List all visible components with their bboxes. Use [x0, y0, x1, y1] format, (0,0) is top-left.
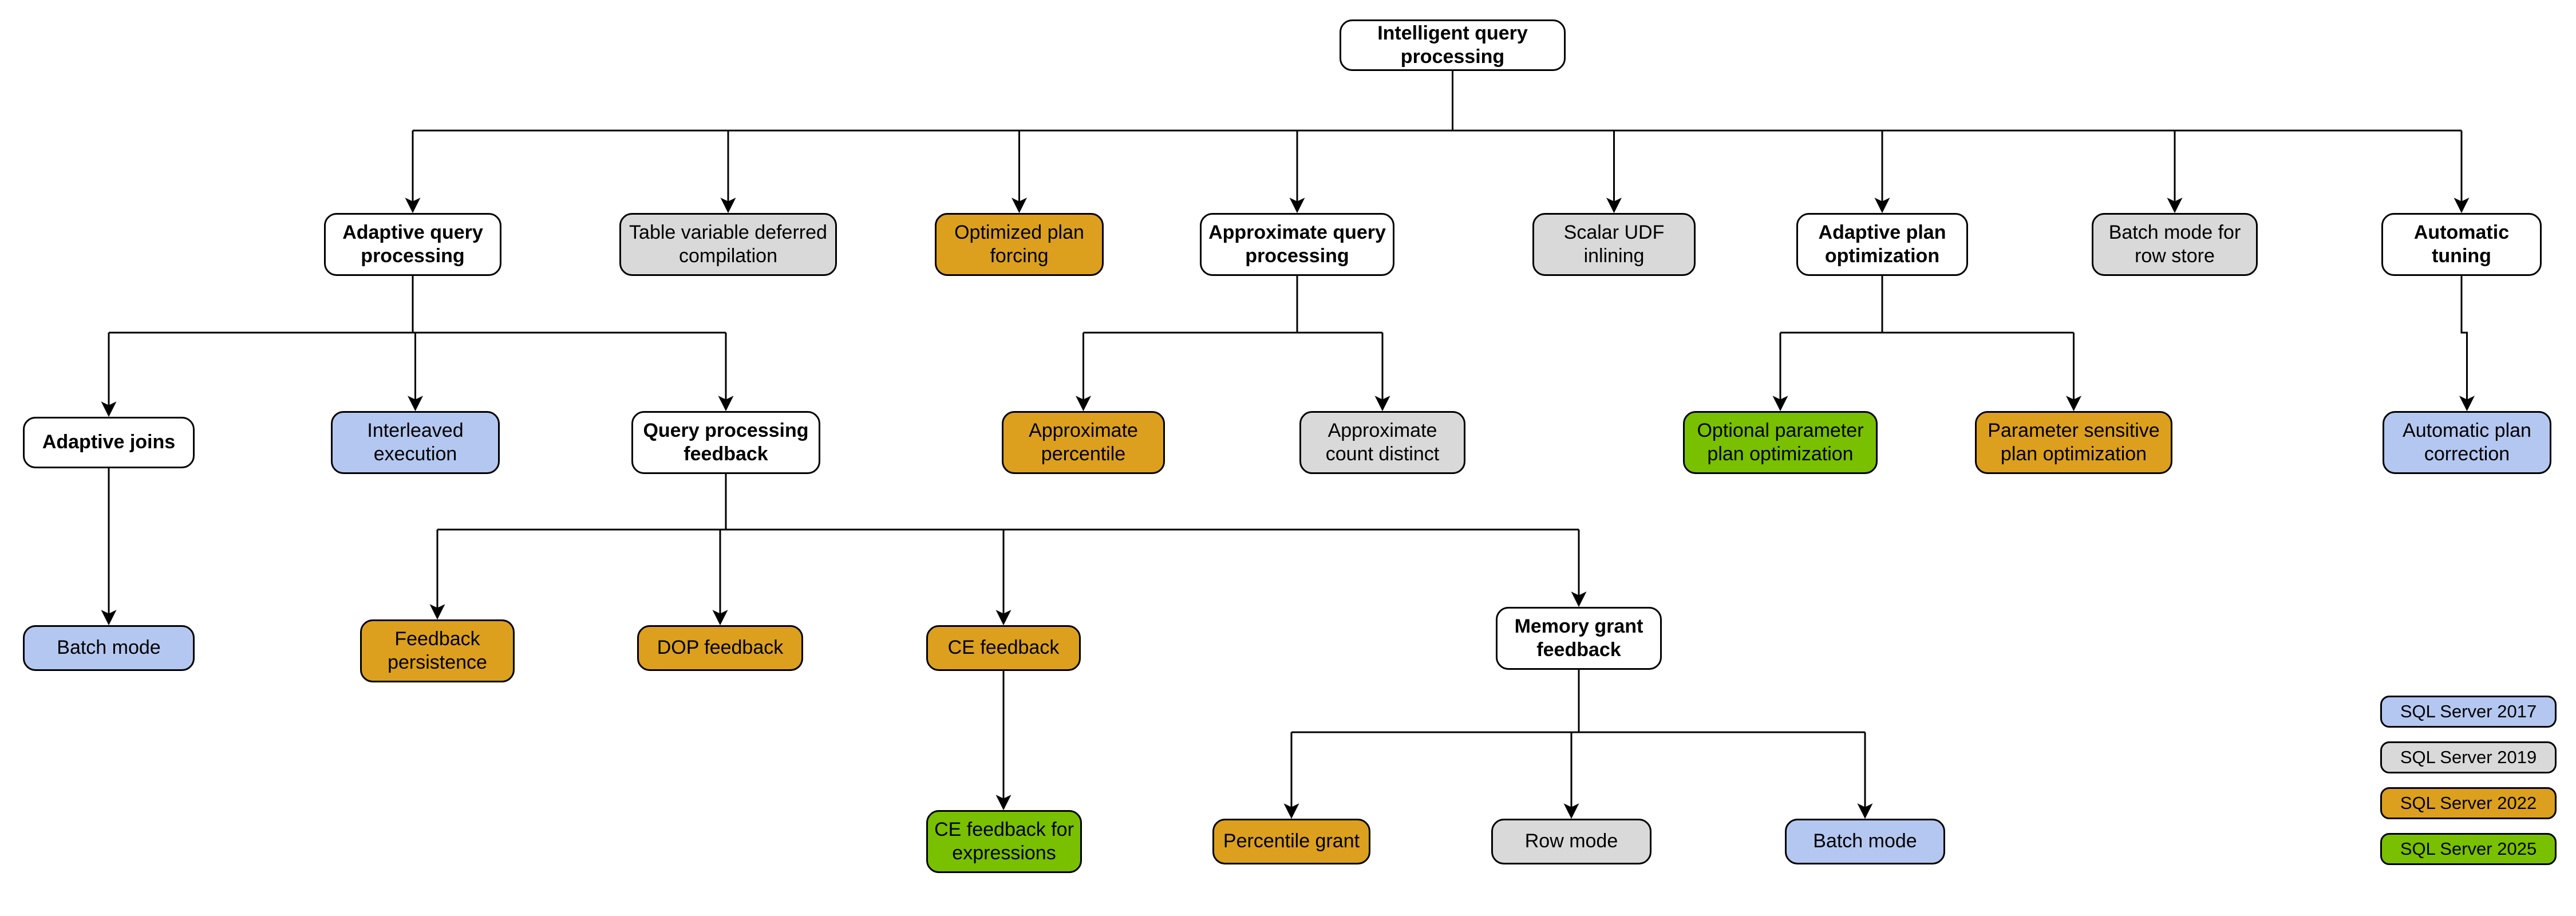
- node-bmrs[interactable]: Batch mode for row store: [2092, 213, 2258, 276]
- node-label: Batch mode: [57, 637, 161, 659]
- node-label: Adaptive joins: [42, 431, 176, 453]
- node-label: Scalar UDF inlining: [1563, 221, 1665, 267]
- node-aqp[interactable]: Adaptive query processing: [324, 213, 501, 276]
- node-label: DOP feedback: [657, 637, 784, 659]
- node-batch2[interactable]: Batch mode: [1785, 819, 1945, 864]
- node-autotune[interactable]: Automatic tuning: [2381, 213, 2542, 276]
- node-pspo[interactable]: Parameter sensitive plan optimization: [1975, 411, 2172, 474]
- node-label: Row mode: [1524, 830, 1618, 852]
- node-approxcd[interactable]: Approximate count distinct: [1299, 411, 1465, 474]
- legend-item-sql-server-2022[interactable]: SQL Server 2022: [2380, 787, 2557, 819]
- node-label: Query processing feedback: [643, 419, 809, 465]
- node-label: Batch mode for row store: [2108, 221, 2241, 267]
- legend-item-label: SQL Server 2019: [2400, 747, 2537, 767]
- node-label: Intelligent query processing: [1377, 22, 1528, 68]
- node-label: Batch mode: [1813, 830, 1917, 852]
- node-label: CE feedback: [947, 637, 1060, 659]
- node-root[interactable]: Intelligent query processing: [1340, 19, 1566, 71]
- legend-item-label: SQL Server 2017: [2400, 701, 2537, 721]
- node-adaptjoins[interactable]: Adaptive joins: [23, 417, 195, 468]
- node-label: Parameter sensitive plan optimization: [1988, 419, 2160, 465]
- node-label: Table variable deferred compilation: [629, 221, 827, 267]
- node-batch1[interactable]: Batch mode: [23, 625, 195, 671]
- node-label: Interleaved execution: [367, 419, 464, 465]
- node-label: Adaptive query processing: [342, 221, 483, 267]
- node-label: Feedback persistence: [388, 627, 487, 673]
- node-apc[interactable]: Automatic plan correction: [2383, 411, 2551, 474]
- node-udf[interactable]: Scalar UDF inlining: [1532, 213, 1696, 276]
- node-label: Automatic tuning: [2413, 221, 2510, 267]
- node-label: Optional parameter plan optimization: [1697, 419, 1864, 465]
- edge-autotune-to-apc: [2459, 276, 2475, 412]
- legend-item-label: SQL Server 2025: [2400, 839, 2537, 859]
- node-label: Optimized plan forcing: [954, 221, 1084, 267]
- legend-item-label: SQL Server 2022: [2400, 793, 2537, 813]
- node-label: Memory grant feedback: [1514, 615, 1643, 661]
- node-label: Automatic plan correction: [2403, 419, 2531, 465]
- node-label: Approximate percentile: [1029, 419, 1138, 465]
- node-opf[interactable]: Optimized plan forcing: [935, 213, 1104, 276]
- node-approxqp[interactable]: Approximate query processing: [1200, 213, 1394, 276]
- node-apo[interactable]: Adaptive plan optimization: [1796, 213, 1968, 276]
- node-oppo[interactable]: Optional parameter plan optimization: [1683, 411, 1878, 474]
- node-fbpersist[interactable]: Feedback persistence: [360, 619, 515, 682]
- legend-item-sql-server-2019[interactable]: SQL Server 2019: [2380, 741, 2557, 773]
- node-label: CE feedback for expressions: [934, 818, 1074, 864]
- node-mgf[interactable]: Memory grant feedback: [1496, 607, 1662, 670]
- node-rowmode[interactable]: Row mode: [1491, 819, 1652, 864]
- node-cefb[interactable]: CE feedback: [926, 625, 1081, 671]
- legend-item-sql-server-2017[interactable]: SQL Server 2017: [2380, 696, 2557, 728]
- node-tvdc[interactable]: Table variable deferred compilation: [619, 213, 837, 276]
- node-qpf[interactable]: Query processing feedback: [631, 411, 820, 474]
- node-approxpct[interactable]: Approximate percentile: [1002, 411, 1165, 474]
- node-pctgrant[interactable]: Percentile grant: [1212, 819, 1370, 864]
- node-interleaved[interactable]: Interleaved execution: [331, 411, 500, 474]
- node-label: Percentile grant: [1223, 830, 1360, 852]
- node-label: Approximate query processing: [1208, 221, 1386, 267]
- node-cefbexpr[interactable]: CE feedback for expressions: [926, 810, 1082, 873]
- legend-item-sql-server-2025[interactable]: SQL Server 2025: [2380, 833, 2557, 865]
- node-label: Adaptive plan optimization: [1818, 221, 1946, 267]
- node-dopfb[interactable]: DOP feedback: [637, 625, 803, 671]
- node-label: Approximate count distinct: [1325, 419, 1440, 465]
